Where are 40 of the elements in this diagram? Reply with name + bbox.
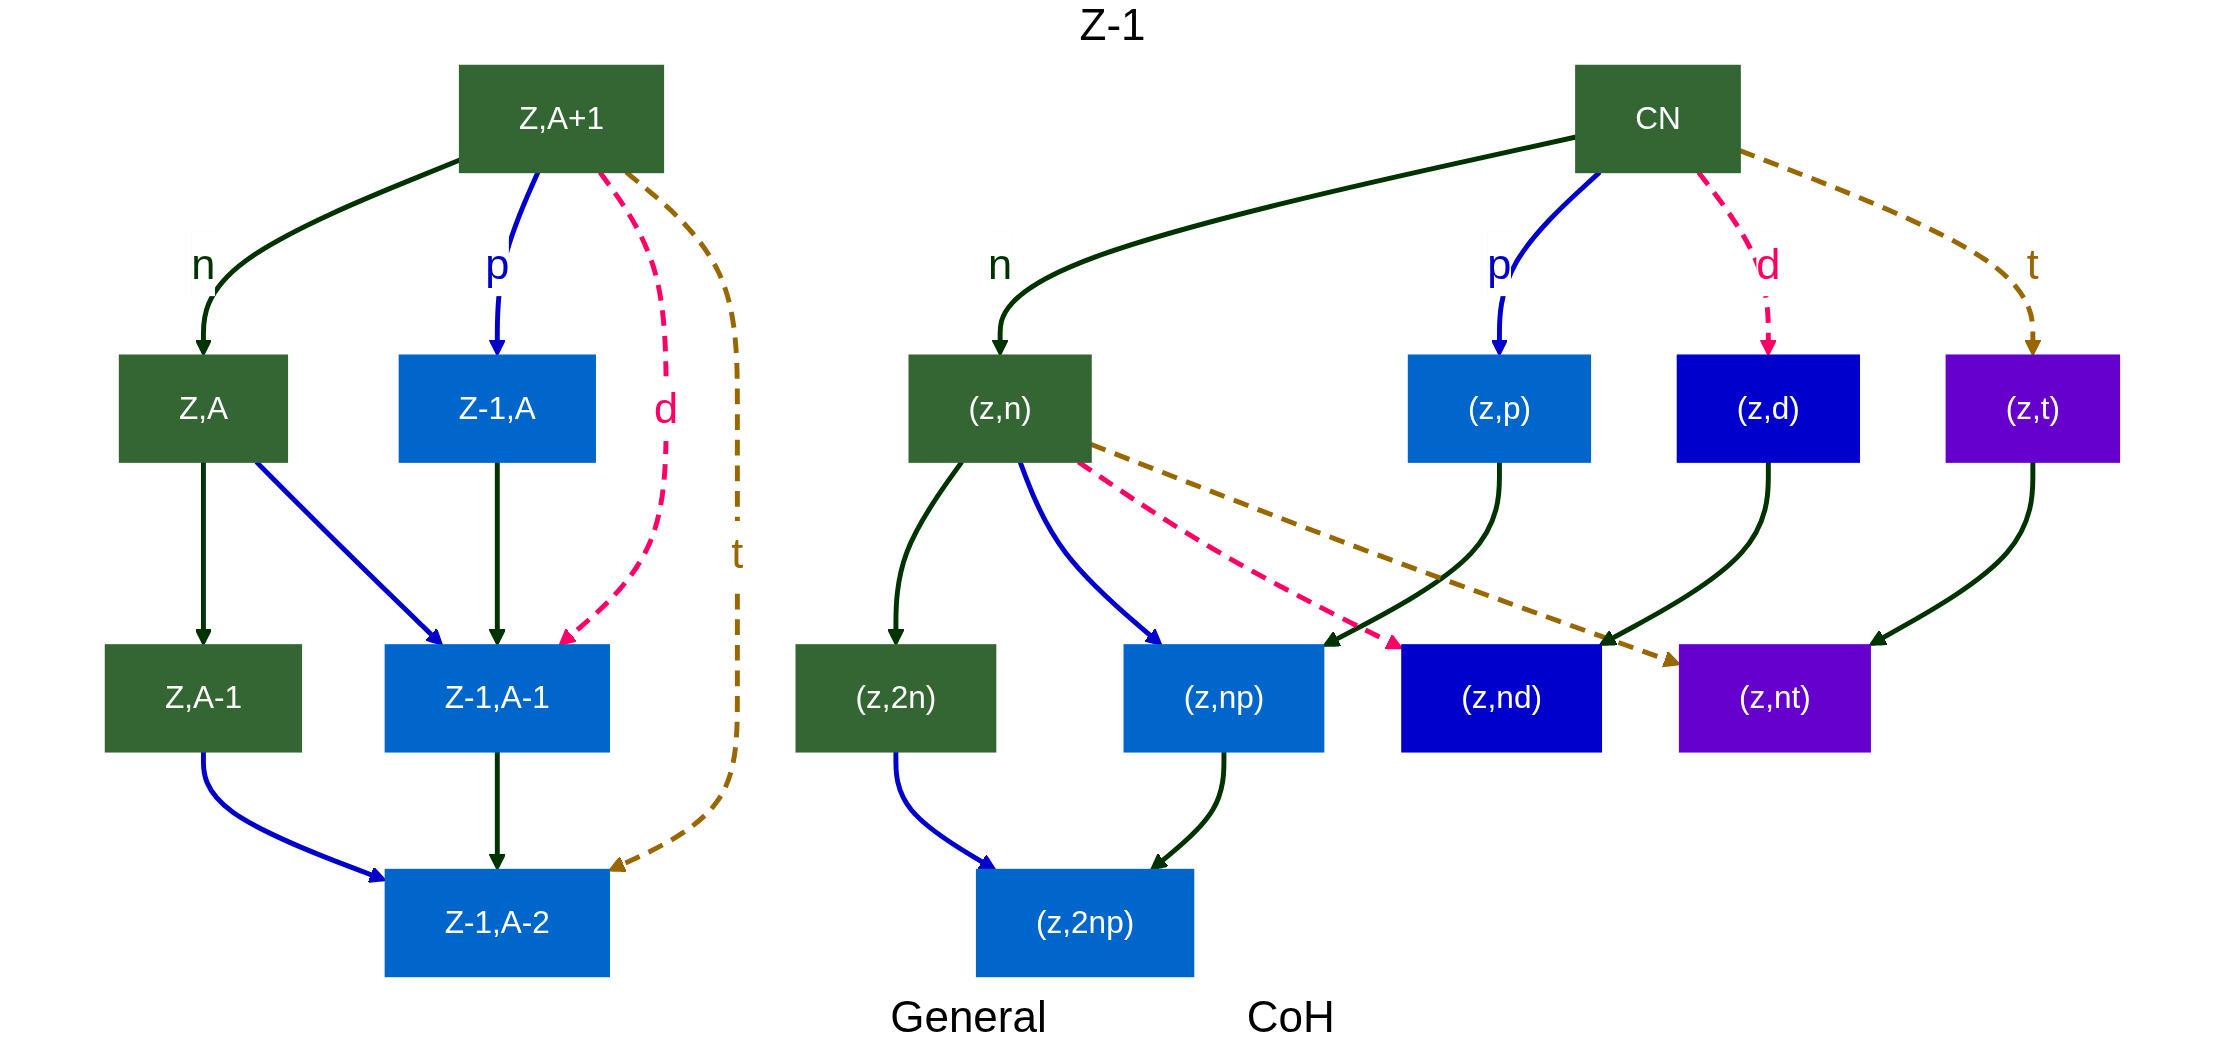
node-box: Z,A-1 [104, 644, 303, 753]
node-box: (z,nt) [1678, 644, 1871, 753]
arrow [1739, 148, 2042, 357]
node-box: (z,2n) [795, 644, 997, 753]
arrow [488, 751, 507, 871]
node-box: Z-1,A-2 [384, 868, 611, 978]
node-box: Z,A+1 [458, 64, 665, 174]
node-box: Z-1,A [398, 354, 596, 463]
arrow [1598, 461, 1771, 646]
arrow [254, 460, 444, 646]
arrow [1322, 461, 1502, 647]
arrow [991, 134, 1577, 357]
edge-label: p [1487, 239, 1512, 289]
node-box: CN [1575, 64, 1741, 174]
arrow [1017, 461, 1163, 646]
edge-label: t [2026, 239, 2039, 289]
edge-label: d [654, 384, 679, 434]
bracket-label: Z-1 [1079, 0, 1146, 50]
section-title: General [890, 992, 1047, 1042]
node-box: (z,t) [1945, 354, 2121, 463]
arrow [893, 751, 997, 871]
node-box: (z,p) [1407, 354, 1592, 463]
arrow [194, 461, 213, 646]
arrow [1150, 751, 1227, 871]
node-box: (z,2np) [975, 868, 1195, 978]
edge-label: n [191, 239, 216, 289]
edge-label: n [988, 239, 1013, 289]
node-box: (z,n) [908, 354, 1092, 463]
edge-label: t [731, 528, 744, 579]
edge-label: d [1756, 239, 1781, 289]
edge-label: p [485, 239, 510, 289]
node-box: (z,np) [1123, 644, 1325, 753]
node-box: Z,A [118, 354, 289, 463]
arrow [887, 460, 964, 646]
arrow [488, 461, 507, 646]
node-box: (z,nd) [1401, 644, 1603, 753]
node-box: Z-1,A-1 [384, 644, 611, 753]
arrow [1868, 461, 2036, 646]
node-box: (z,d) [1676, 354, 1861, 463]
section-title: CoH [1246, 992, 1335, 1042]
